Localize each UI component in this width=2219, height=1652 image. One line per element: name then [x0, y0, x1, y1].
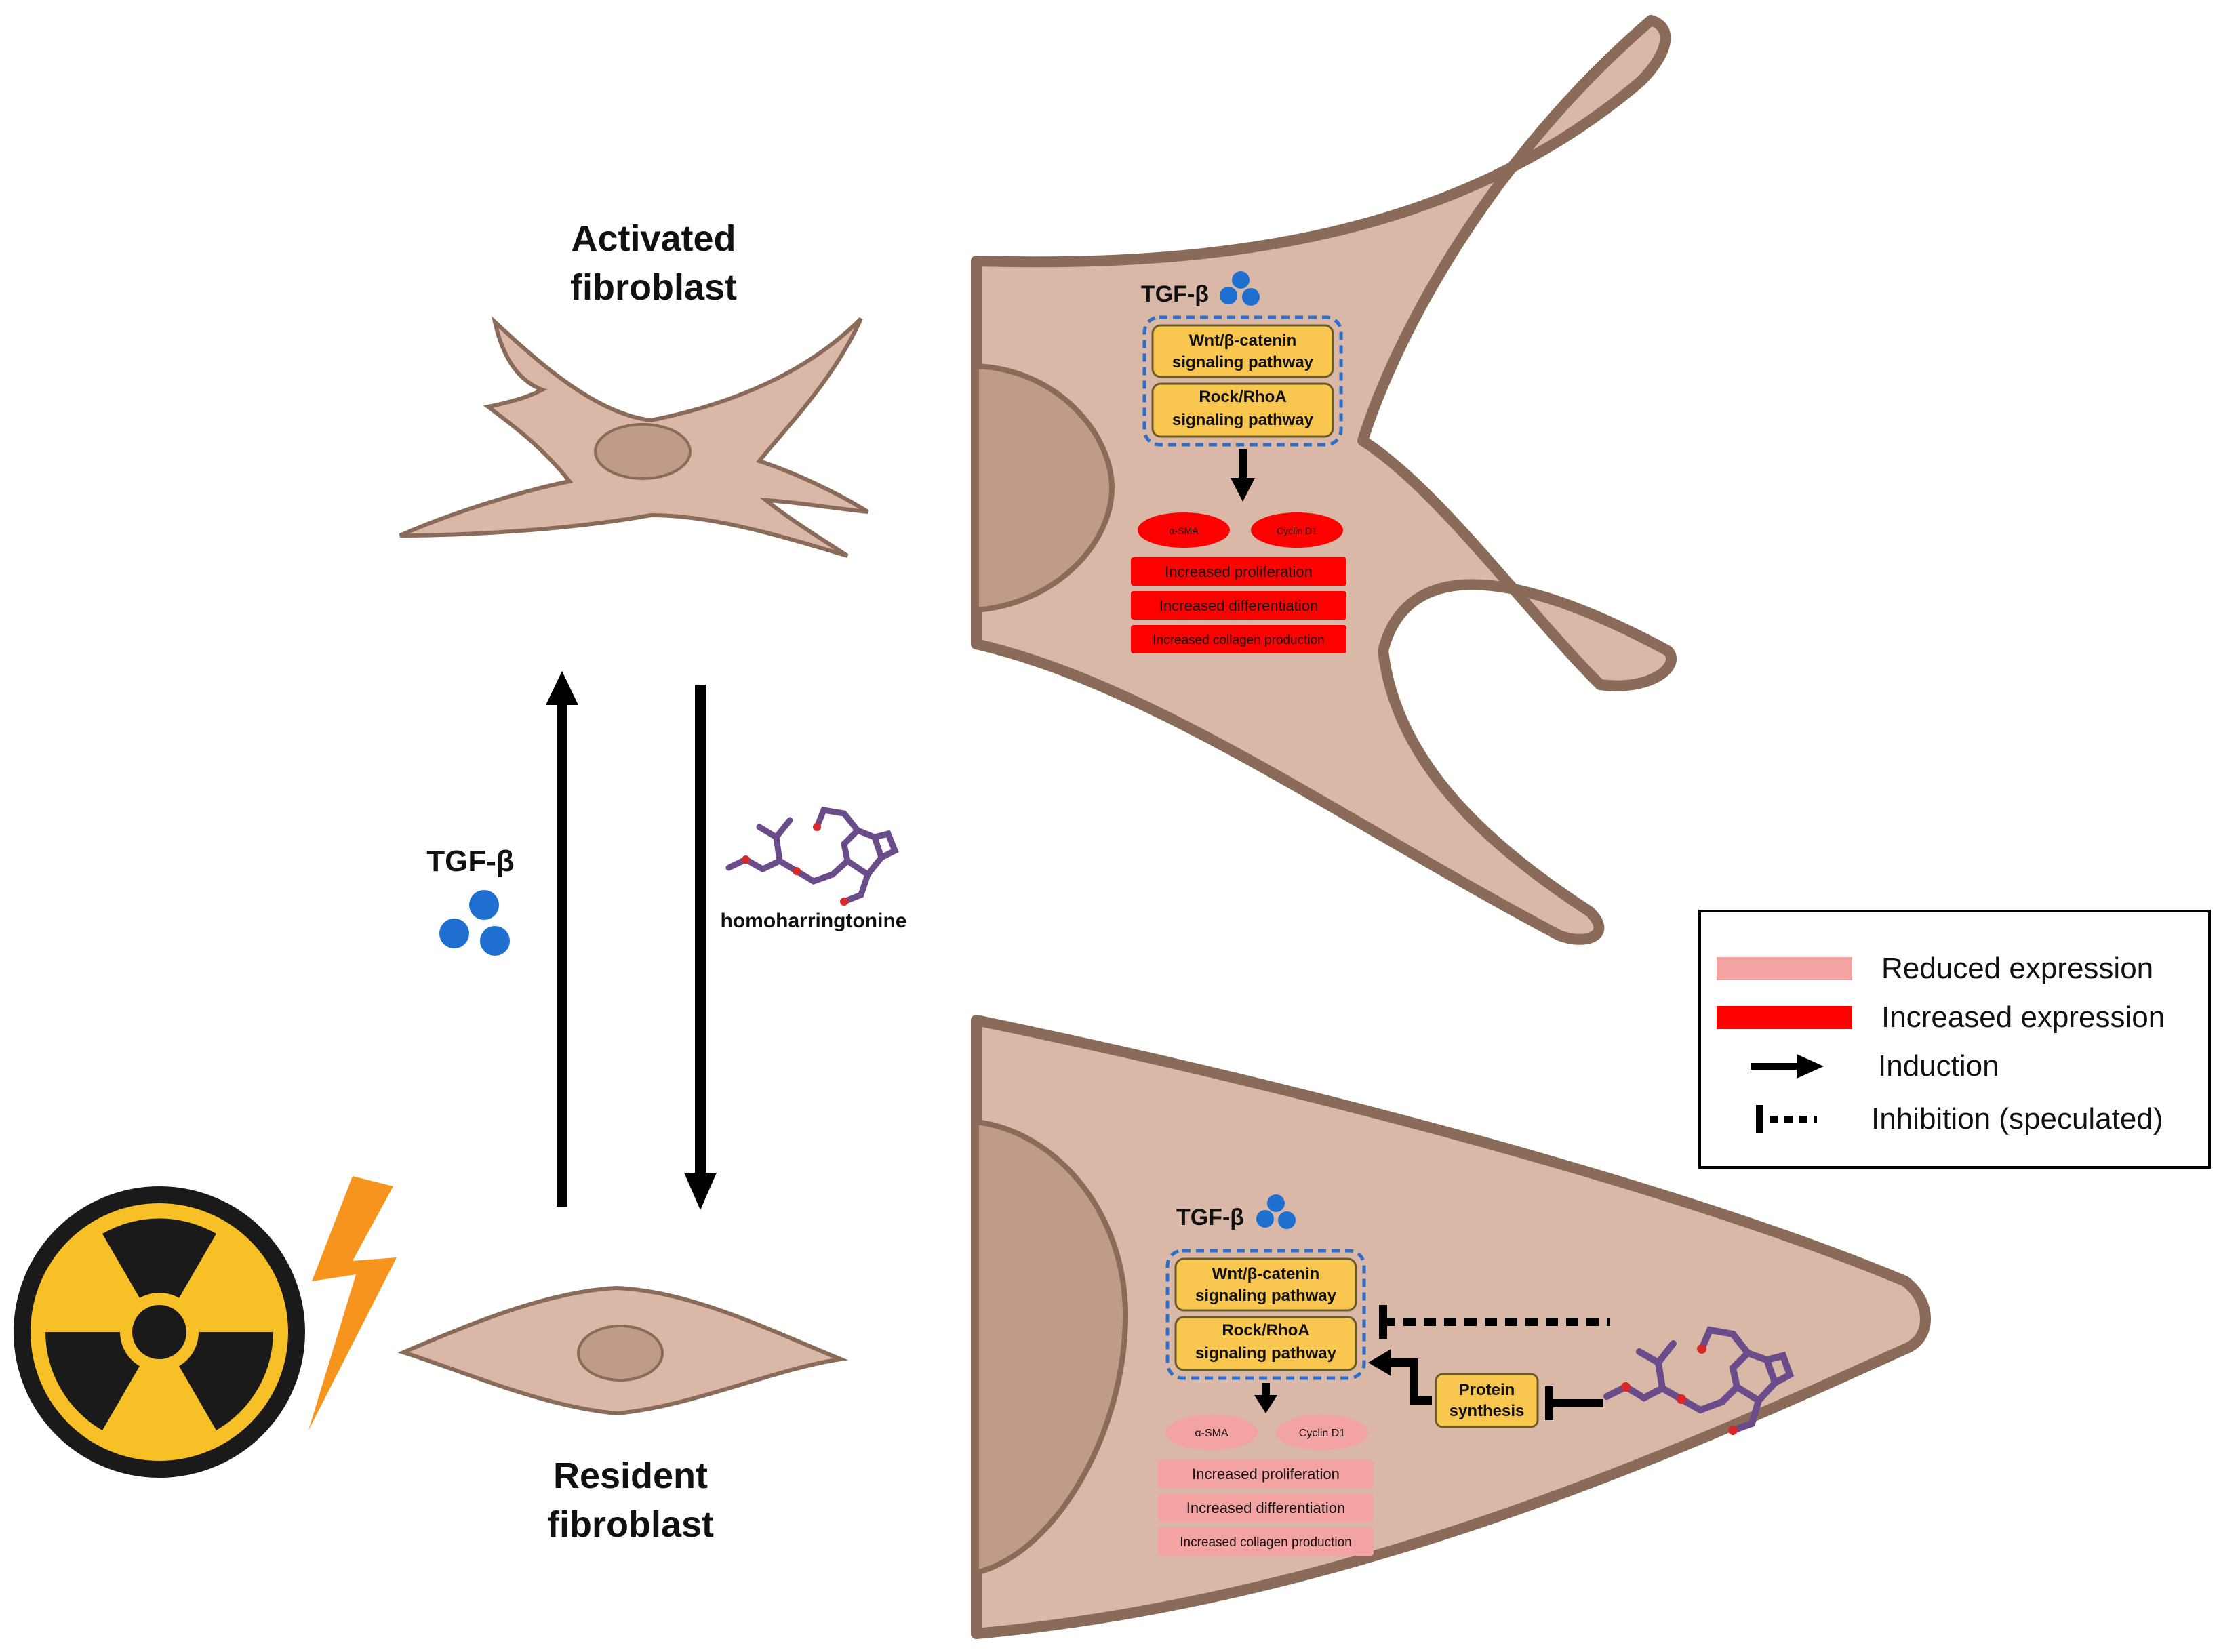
lower-inhibition-dashed [1379, 1305, 1610, 1339]
legend-swatch-reduced [1717, 957, 1852, 980]
lower-protein-inhibition [1545, 1386, 1603, 1420]
lower-asma-marker [1165, 1415, 1258, 1450]
upper-effect-differentiation [1131, 591, 1346, 620]
upper-cyclin-marker [1251, 512, 1343, 548]
activated-fibroblast-label-2: fibroblast [570, 267, 737, 308]
upper-effect-collagen-label: Increased collagen production [1153, 633, 1325, 647]
resident-fibroblast-label-2: fibroblast [547, 1504, 714, 1545]
lower-tgf-label: TGF-β [1176, 1205, 1244, 1230]
legend-swatch-increased [1717, 1006, 1852, 1029]
legend-increased-label: Increased expression [1881, 1001, 2165, 1034]
lower-protein-synthesis-box [1435, 1373, 1539, 1428]
legend-inhibition-label: Inhibition (speculated) [1871, 1102, 2163, 1135]
lower-tgf-molecules [1256, 1194, 1296, 1229]
lower-wnt-label-2: signaling pathway [1195, 1287, 1337, 1305]
upper-effect-collagen [1131, 625, 1346, 653]
lower-cyclin-label: Cyclin D1 [1299, 1428, 1346, 1439]
tgf-beta-left-label: TGF-β [426, 845, 515, 878]
resident-nucleus [577, 1325, 664, 1382]
upper-pathway-group [1142, 315, 1343, 447]
lower-wnt-label-1: Wnt/β-catenin [1212, 1265, 1320, 1283]
lightning-bolt-icon [308, 1176, 397, 1430]
legend-induction-label: Induction [1878, 1049, 1999, 1083]
lower-effect-differentiation-label: Increased differentiation [1186, 1499, 1345, 1516]
lower-effect-collagen-label: Increased collagen production [1180, 1535, 1352, 1550]
lower-rock-label-1: Rock/RhoA [1222, 1321, 1309, 1339]
lower-effect-differentiation [1158, 1493, 1374, 1522]
reversion-arrow-down [684, 685, 717, 1210]
upper-effect-differentiation-label: Increased differentiation [1159, 597, 1318, 614]
legend-reduced-label: Reduced expression [1881, 952, 2153, 985]
lower-cyclin-marker [1276, 1415, 1368, 1450]
lower-homoharringtonine-molecule-icon [1603, 1326, 1795, 1435]
upper-asma-label: α-SMA [1169, 525, 1199, 536]
upper-panel-cell-zoom [971, 15, 1677, 945]
upper-effect-proliferation [1131, 557, 1346, 586]
activated-fibroblast-cell [399, 316, 869, 558]
lower-effect-collagen [1158, 1527, 1374, 1556]
activated-nucleus [594, 423, 692, 480]
lower-protein-label-1: Protein [1459, 1381, 1515, 1399]
lower-wnt-box [1174, 1257, 1357, 1312]
lower-effect-proliferation [1158, 1459, 1374, 1488]
upper-rock-label-2: signaling pathway [1172, 411, 1314, 429]
lower-rock-label-2: signaling pathway [1195, 1344, 1337, 1363]
legend-frame [1698, 910, 2211, 1169]
upper-asma-marker [1138, 512, 1230, 548]
activated-fibroblast-label-1: Activated [571, 218, 736, 259]
upper-wnt-label-2: signaling pathway [1172, 353, 1314, 371]
upper-rock-label-1: Rock/RhoA [1199, 388, 1286, 406]
upper-effect-proliferation-label: Increased proliferation [1165, 563, 1313, 580]
lower-protein-label-2: synthesis [1450, 1402, 1525, 1420]
homoharringtonine-label: homoharringtonine [721, 910, 907, 932]
lower-induction-arrow [1254, 1383, 1277, 1413]
induction-arrow-up [546, 671, 578, 1207]
lower-protein-induction-arrow [1368, 1349, 1432, 1405]
upper-tgf-molecules [1220, 271, 1260, 306]
upper-wnt-box [1151, 324, 1334, 378]
upper-rock-box [1151, 382, 1334, 438]
upper-cyclin-label: Cyclin D1 [1277, 525, 1317, 536]
upper-wnt-label-1: Wnt/β-catenin [1189, 331, 1297, 350]
homoharringtonine-molecule-icon [725, 806, 899, 906]
resident-fibroblast-label-1: Resident [553, 1455, 708, 1496]
lower-effect-proliferation-label: Increased proliferation [1192, 1466, 1340, 1483]
lower-pathway-group [1165, 1249, 1366, 1380]
lower-asma-label: α-SMA [1195, 1428, 1228, 1439]
tgf-beta-molecules-left [439, 890, 510, 956]
lower-rock-box [1174, 1316, 1357, 1371]
legend-inhibition-icon [1756, 1105, 1817, 1133]
upper-tgf-label: TGF-β [1141, 281, 1209, 307]
upper-induction-arrow [1231, 449, 1255, 502]
radiation-hazard-icon [14, 1186, 305, 1478]
legend-induction-arrow-icon [1751, 1054, 1824, 1079]
legend: Reduced expression Increased expression … [1698, 910, 2211, 1169]
resident-fibroblast-cell [397, 1285, 849, 1416]
